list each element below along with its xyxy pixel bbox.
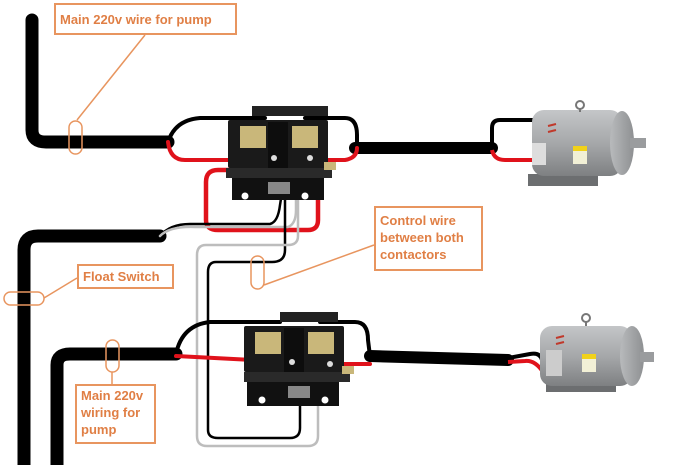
label-main-220v-wiring-bottom: Main 220v wiring for pump xyxy=(75,384,156,444)
motor-2-leads xyxy=(507,351,545,374)
control-wires xyxy=(158,184,320,448)
callout-main-bottom xyxy=(105,339,120,384)
callout-float-switch xyxy=(3,277,78,306)
callout-control-wire xyxy=(250,244,375,290)
pump-motor-2 xyxy=(540,313,654,392)
motor-cable-bottom xyxy=(364,350,514,366)
contactor-1-line-wires xyxy=(166,116,359,162)
pump-motor-1 xyxy=(528,100,646,186)
main-cable-top xyxy=(25,13,175,149)
main-cable-bottom xyxy=(50,347,183,465)
callout-main-top xyxy=(68,34,146,155)
label-main-220v-wire-top: Main 220v wire for pump xyxy=(54,3,237,35)
contactor-2 xyxy=(244,312,354,406)
contactor-1 xyxy=(226,106,336,200)
label-control-wire: Control wire between both contactors xyxy=(374,206,483,271)
float-switch-cable xyxy=(17,229,167,465)
label-float-switch: Float Switch xyxy=(77,264,174,289)
